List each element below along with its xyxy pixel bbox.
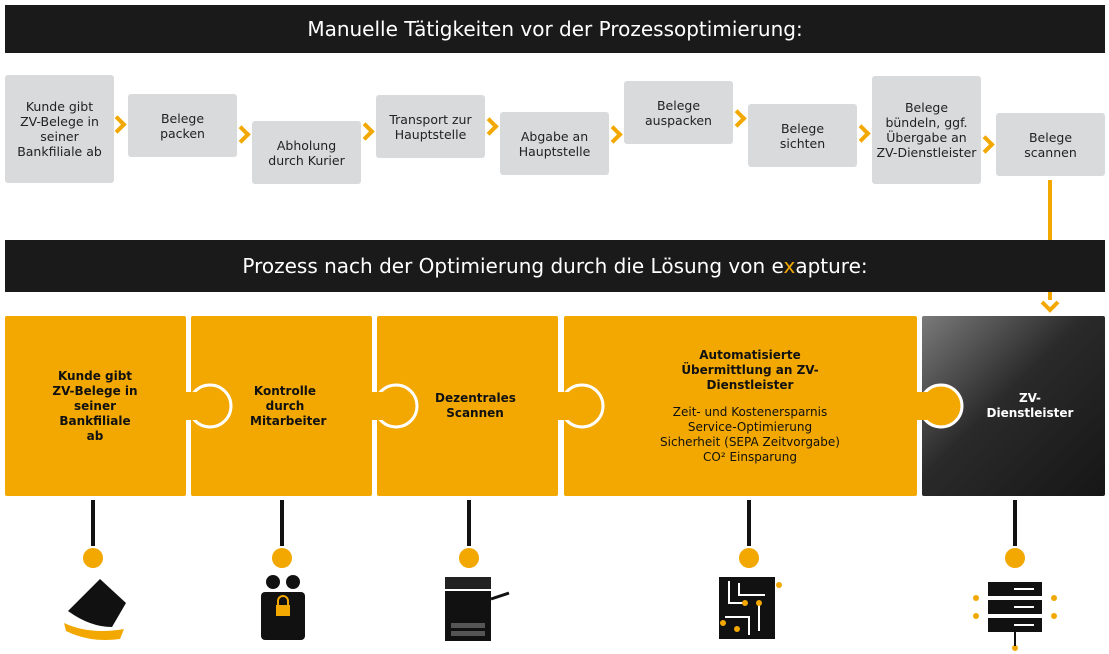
manual-step: Belege scannen: [996, 113, 1105, 176]
puzzle-piece: [191, 316, 372, 496]
employees-lock-icon: [261, 575, 305, 640]
documents-icon: [64, 579, 126, 640]
connector-dot: [83, 548, 103, 568]
piece-label: Kontrolle durch Mitarbeiter: [250, 383, 327, 428]
connector-line: [91, 500, 95, 546]
piece-label: Automatisierte Übermittlung an ZV-Dienst…: [660, 347, 840, 464]
connector-dot: [272, 548, 292, 568]
connector-dot: [1005, 548, 1025, 568]
connector-line: [280, 500, 284, 546]
piece-label: Kunde gibt ZV-Belege in seiner Bankfilia…: [52, 368, 138, 443]
manual-step: Belege sichten: [748, 104, 857, 167]
manual-step: Abholung durch Kurier: [252, 121, 361, 184]
puzzle-piece: [5, 316, 186, 496]
connector-line: [1013, 500, 1017, 546]
manual-step: Kunde gibt ZV-Belege in seiner Bankfilia…: [5, 75, 114, 183]
piece-label: ZV-Dienstleister: [986, 391, 1074, 420]
piece-label: Dezentrales Scannen: [435, 391, 516, 420]
manual-step: Abgabe an Hauptstelle: [500, 112, 609, 175]
puzzle-piece: [922, 316, 1105, 496]
optimized-header: Prozess nach der Optimierung durch die L…: [5, 240, 1105, 292]
manual-header: Manuelle Tätigkeiten vor der Prozessopti…: [5, 5, 1105, 53]
connector-line: [467, 500, 471, 546]
manual-step: Belege bündeln, ggf. Übergabe an ZV-Dien…: [872, 76, 981, 184]
circuit-icon: [719, 577, 782, 639]
manual-step: Transport zur Hauptstelle: [376, 95, 485, 158]
scanner-icon: [445, 577, 510, 641]
connector-dot: [739, 548, 759, 568]
connector-line: [747, 500, 751, 546]
manual-step: Belege auspacken: [624, 81, 733, 144]
manual-step: Belege packen: [128, 94, 237, 157]
puzzle-piece: [564, 316, 917, 496]
connector-dot: [459, 548, 479, 568]
manual-title: Manuelle Tätigkeiten vor der Prozessopti…: [307, 17, 803, 41]
puzzle-piece: [377, 316, 558, 496]
optimized-title: Prozess nach der Optimierung durch die L…: [242, 254, 868, 278]
server-icon: [973, 582, 1057, 651]
